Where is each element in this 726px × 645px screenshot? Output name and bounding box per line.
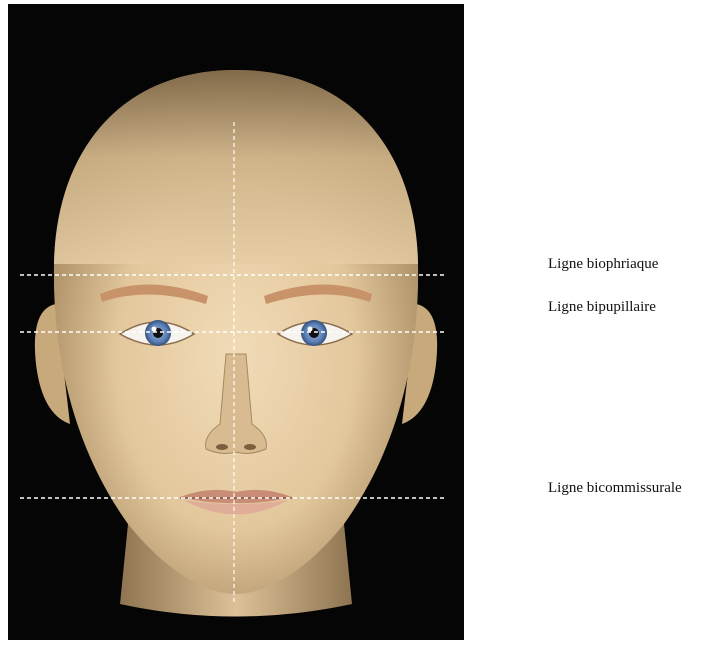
label-brow-line: Ligne biophriaque (548, 256, 658, 273)
face-illustration (8, 4, 464, 640)
label-pupil-line: Ligne bipupillaire (548, 299, 656, 316)
label-commissure-line: Ligne bicommissurale (548, 480, 682, 497)
